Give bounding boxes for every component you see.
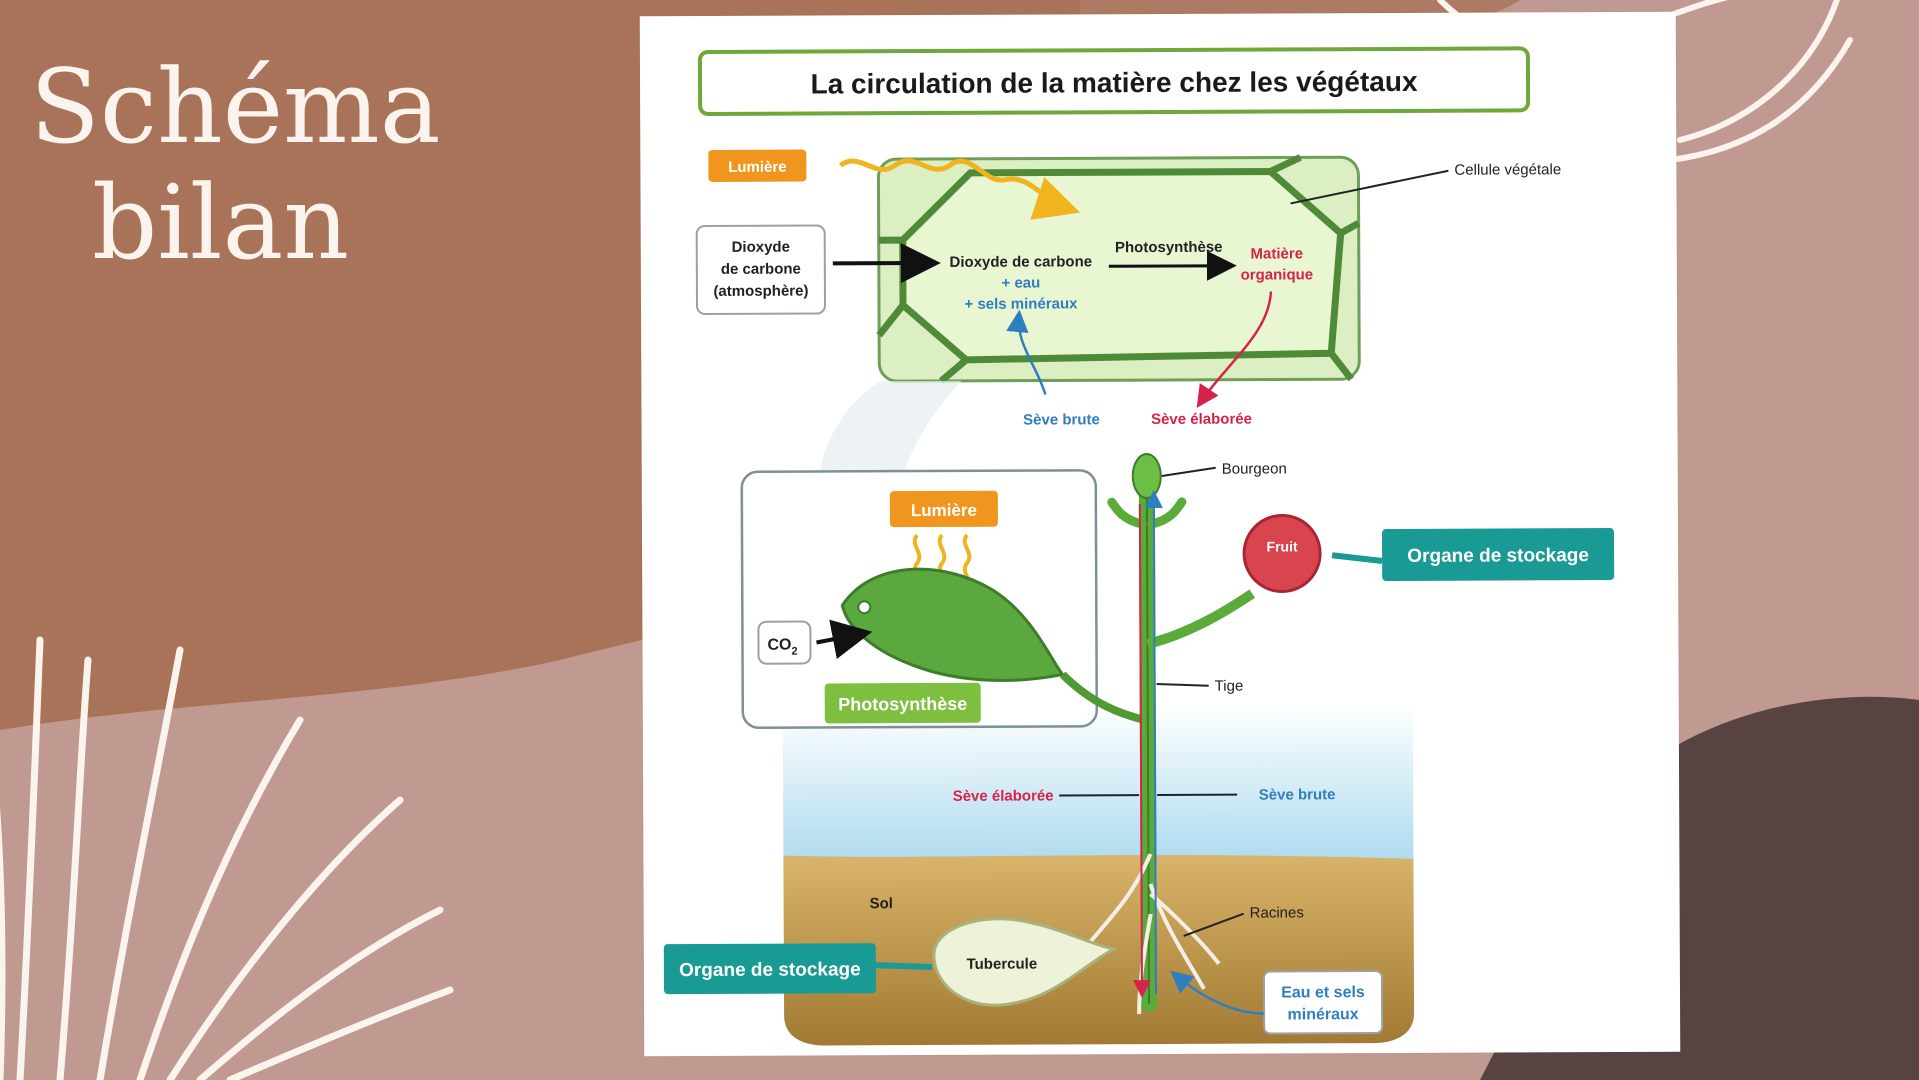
soil-label: Sol xyxy=(870,895,893,912)
elaborated-sap-label: Sève élaborée xyxy=(953,787,1054,804)
water-box xyxy=(1264,971,1382,1034)
process-arrow xyxy=(1109,266,1231,267)
bud-pointer xyxy=(1162,468,1216,476)
photosynthesis-label-top: Photosynthèse xyxy=(1115,239,1223,256)
product-line1: Matière xyxy=(1250,245,1303,262)
storage-badge-top-text: Organe de stockage xyxy=(1407,545,1589,567)
fruit-label: Fruit xyxy=(1266,538,1298,554)
tuber-label: Tubercule xyxy=(967,956,1038,973)
stem-pointer xyxy=(1157,684,1209,686)
water-line2: minéraux xyxy=(1287,1006,1358,1023)
slide-title: Schéma bilan xyxy=(30,50,490,282)
slide-title-line1: Schéma xyxy=(30,50,490,166)
light-label-leaf-text: Lumière xyxy=(911,501,977,520)
cell-label: Cellule végétale xyxy=(1454,161,1561,178)
diagram-title: La circulation de la matière chez les vé… xyxy=(811,66,1418,100)
diagram: La circulation de la matière chez les vé… xyxy=(640,12,1681,1057)
storage-pointer-bottom xyxy=(876,965,932,967)
bud-label: Bourgeon xyxy=(1222,460,1287,477)
inputs-line2: + eau xyxy=(1001,275,1040,292)
elaborated-sap-label-top: Sève élaborée xyxy=(1151,411,1252,428)
slide-title-line2: bilan xyxy=(30,166,490,282)
co2-source-line1: Dioxyde xyxy=(732,239,790,256)
storage-badge-bottom-text: Organe de stockage xyxy=(679,959,861,981)
leaf-stomata xyxy=(858,601,870,613)
diagram-card: La circulation de la matière chez les vé… xyxy=(640,12,1681,1057)
light-label-top-text: Lumière xyxy=(728,159,786,176)
co2-source-line2: de carbone xyxy=(721,261,801,278)
roots-label: Racines xyxy=(1250,904,1304,921)
raw-sap-label-top: Sève brute xyxy=(1023,411,1100,428)
raw-sap-label: Sève brute xyxy=(1259,786,1336,803)
inputs-line3: + sels minéraux xyxy=(964,295,1078,312)
stem-label: Tige xyxy=(1215,678,1244,695)
product-line2: organique xyxy=(1241,266,1314,283)
photosynthesis-badge-text: Photosynthèse xyxy=(838,694,967,715)
storage-pointer-top xyxy=(1332,555,1382,561)
water-line1: Eau et sels xyxy=(1281,984,1365,1001)
inputs-line1: Dioxyde de carbone xyxy=(950,253,1093,271)
co2-source-line3: (atmosphère) xyxy=(713,283,808,300)
